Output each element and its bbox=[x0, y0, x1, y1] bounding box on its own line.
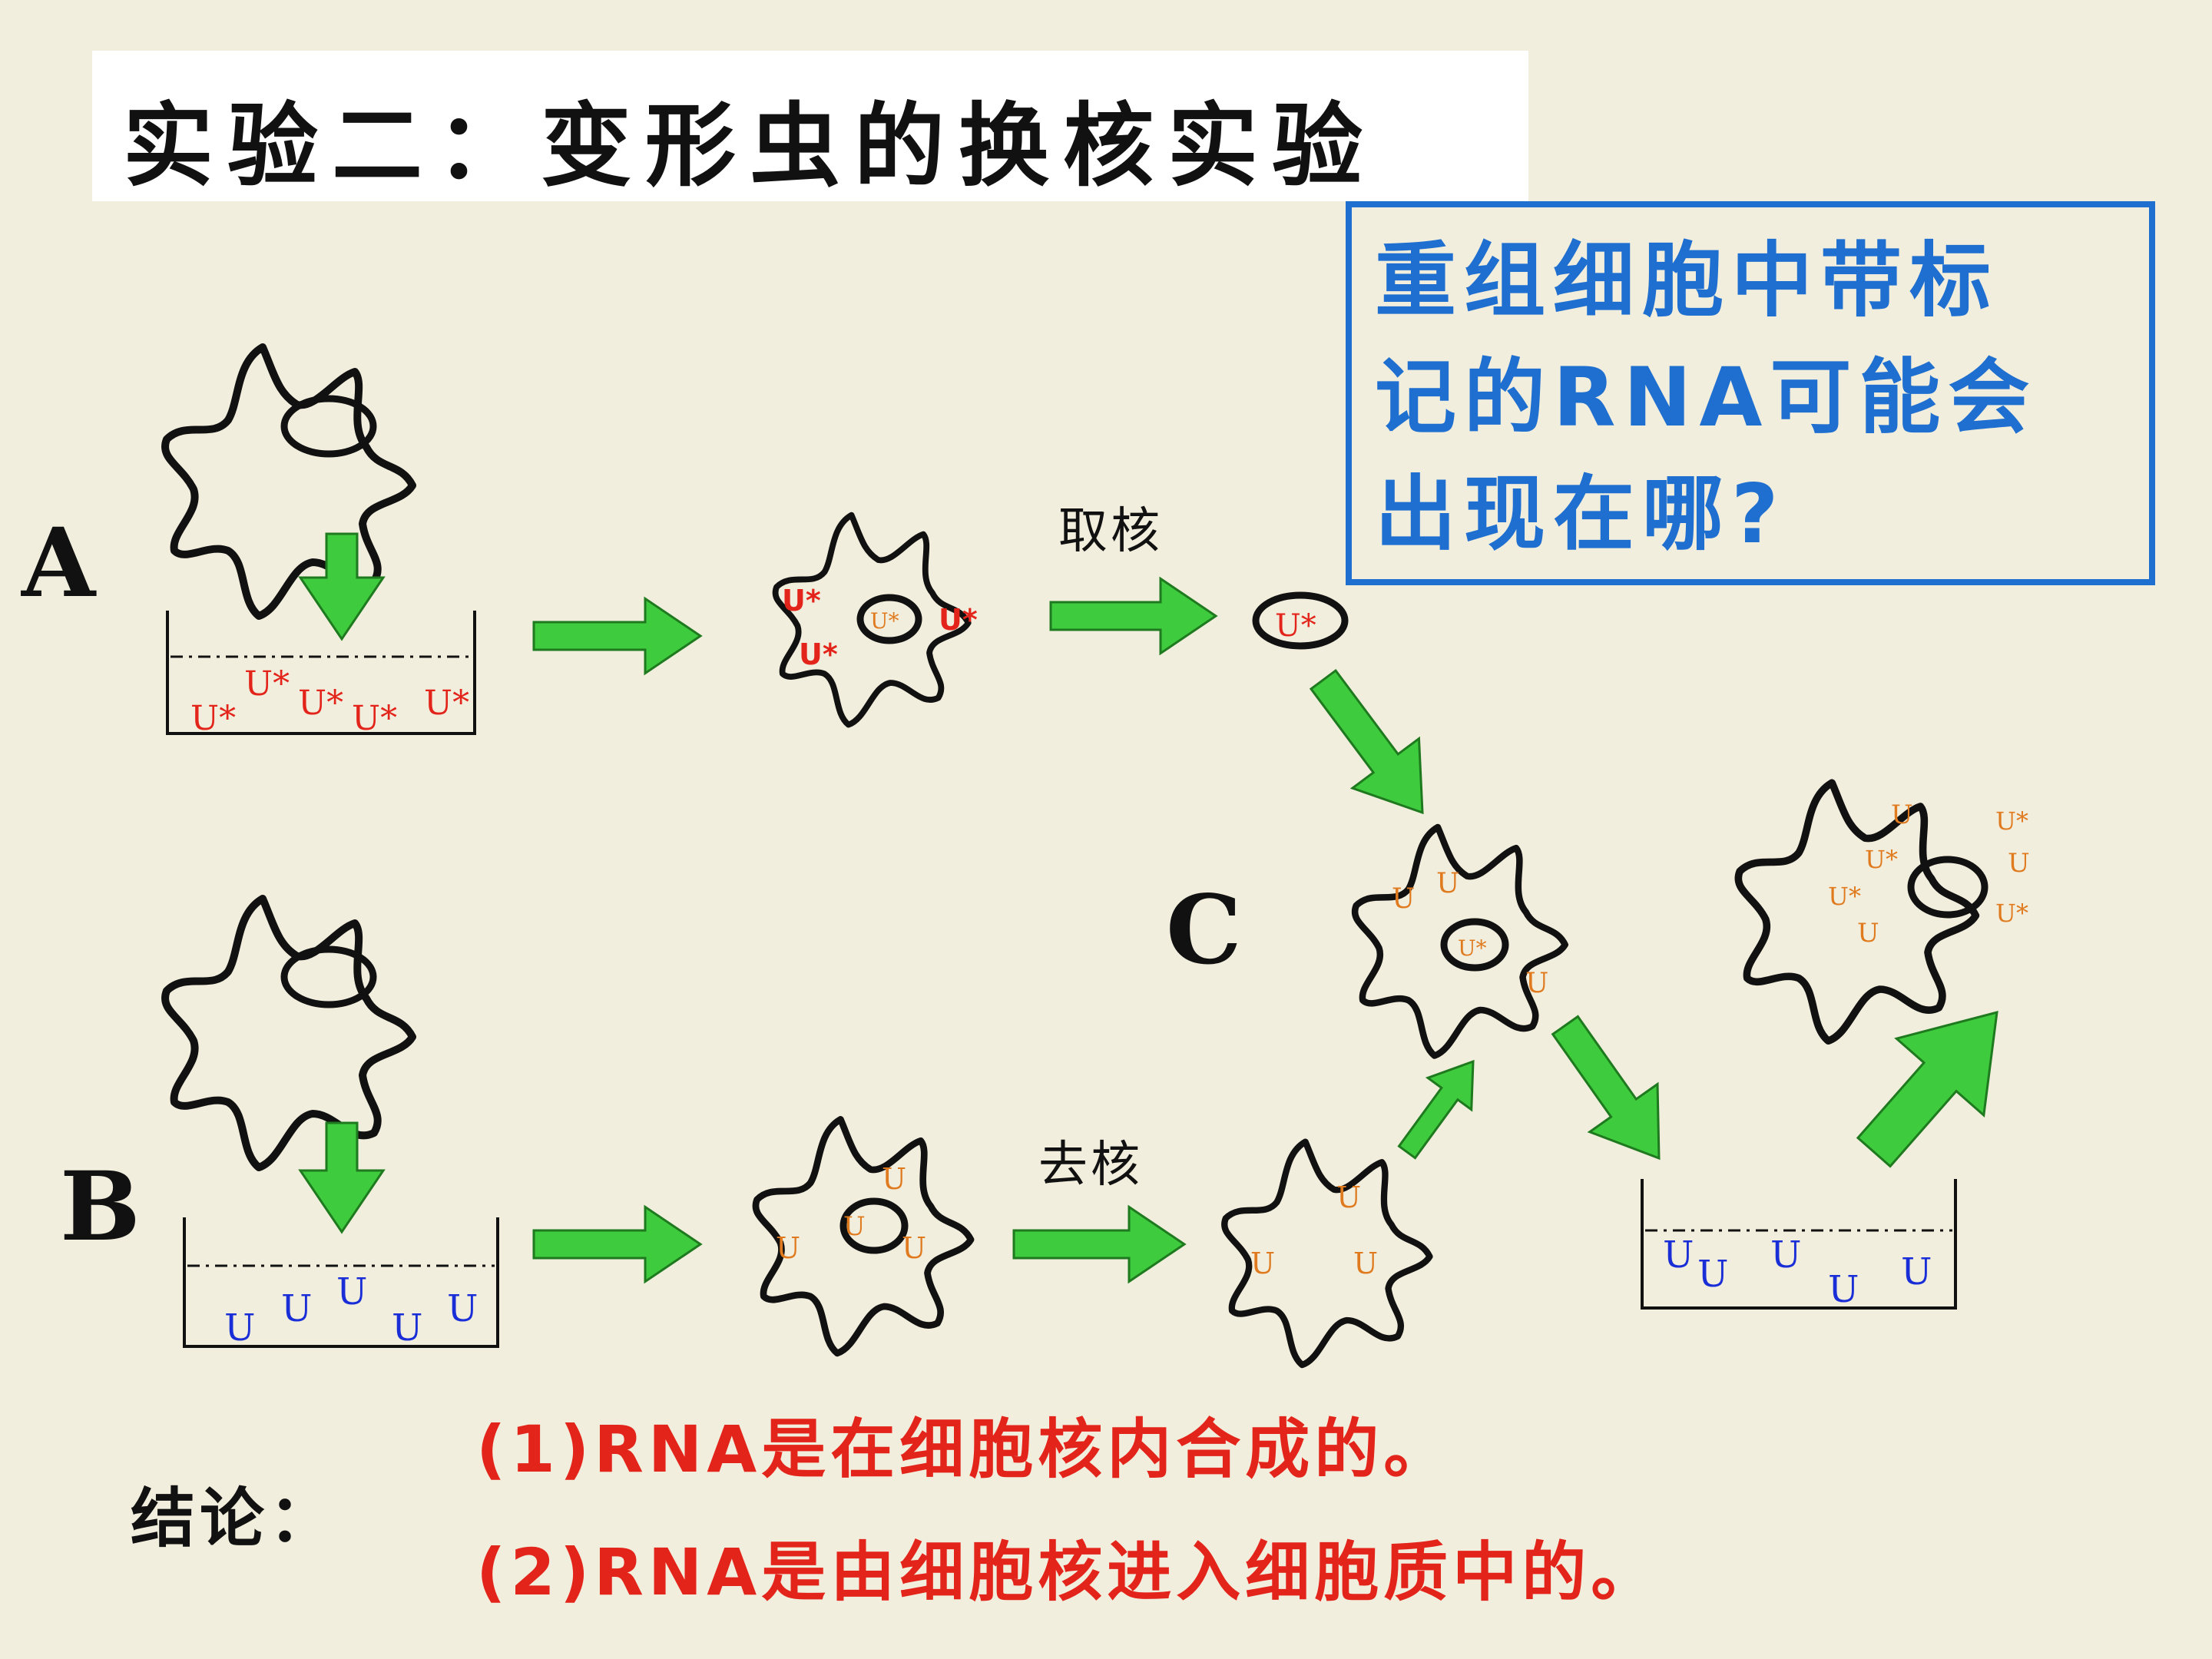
step-take-nucleus: 取核 bbox=[1058, 503, 1163, 560]
marker-recombined-2: U bbox=[1436, 868, 1459, 899]
amoeba-b-original bbox=[165, 899, 412, 1167]
arrow-take-nucleus bbox=[1049, 576, 1218, 656]
marker-final-7: U* bbox=[1995, 899, 2028, 928]
marker-final-6: U bbox=[2008, 848, 2030, 879]
marker-enucleated-3: U bbox=[1353, 1247, 1378, 1280]
arrow-to-final bbox=[1856, 1010, 1998, 1168]
step-remove-nucleus: 去核 bbox=[1038, 1137, 1143, 1194]
marker-final-2: U* bbox=[1865, 845, 1898, 874]
arrow-remove-nucleus bbox=[1012, 1204, 1187, 1284]
conclusion-label: 结论： bbox=[131, 1481, 339, 1556]
marker-a-nucleus: U* bbox=[870, 608, 899, 634]
arrow-b-down bbox=[298, 1121, 386, 1234]
marker-isolated-nucleus: U* bbox=[1275, 608, 1316, 644]
nucleus-b-original bbox=[280, 945, 377, 1008]
marker-a-2: U* bbox=[244, 664, 290, 704]
arrow-b-right-1 bbox=[532, 1204, 703, 1284]
dish-a bbox=[166, 611, 476, 735]
marker-c-1: U bbox=[1663, 1233, 1694, 1277]
nucleus-final bbox=[1907, 856, 1988, 919]
marker-final-3: U* bbox=[1828, 882, 1861, 911]
marker-c-5: U bbox=[1901, 1250, 1932, 1293]
marker-b-cell-2: U bbox=[776, 1231, 800, 1265]
marker-final-1: U bbox=[1891, 800, 1913, 830]
dish-b bbox=[183, 1217, 499, 1348]
question-text: 重组细胞中带标 记的RNA可能会 出现在哪? bbox=[1375, 223, 2143, 573]
marker-a-cell-2: U* bbox=[799, 637, 838, 671]
marker-c-3: U bbox=[1770, 1233, 1801, 1277]
arrow-a-right-1 bbox=[532, 596, 703, 676]
marker-recombined-3: U bbox=[1525, 968, 1548, 999]
arrow-to-recombined bbox=[1309, 668, 1424, 815]
conclusion-2: (2)RNA是由细胞核进入细胞质中的。 bbox=[476, 1535, 1661, 1610]
marker-a-5: U* bbox=[424, 684, 469, 723]
dish-c bbox=[1641, 1179, 1957, 1310]
marker-a-1: U* bbox=[190, 699, 236, 738]
marker-enucleated-2: U bbox=[1250, 1247, 1275, 1280]
marker-final-4: U bbox=[1857, 918, 1879, 949]
marker-b-4: U bbox=[392, 1306, 422, 1349]
marker-final-5: U* bbox=[1995, 806, 2028, 836]
marker-a-cell-3: U* bbox=[939, 603, 978, 637]
marker-c-2: U bbox=[1697, 1253, 1728, 1296]
label-b: B bbox=[60, 1151, 141, 1263]
marker-c-4: U bbox=[1828, 1268, 1859, 1311]
marker-b-5: U bbox=[447, 1287, 478, 1330]
nucleus-a-labeled bbox=[856, 594, 922, 644]
marker-b-2: U bbox=[281, 1287, 312, 1330]
nucleus-a-original bbox=[280, 395, 377, 458]
question-line-3: 出现在哪? bbox=[1375, 467, 1786, 561]
marker-a-4: U* bbox=[352, 699, 397, 738]
page-title: 实验二：变形虫的换核实验 bbox=[123, 92, 1377, 199]
marker-b-1: U bbox=[224, 1306, 255, 1349]
arrow-to-recombined-b bbox=[1397, 1059, 1475, 1160]
question-line-1: 重组细胞中带标 bbox=[1375, 233, 1998, 328]
marker-a-3: U* bbox=[298, 684, 343, 723]
marker-b-cell-3: U bbox=[902, 1231, 926, 1265]
marker-recombined-nucleus: U* bbox=[1458, 935, 1487, 961]
amoeba-a-original bbox=[165, 347, 412, 616]
marker-recombined-1: U bbox=[1392, 883, 1415, 915]
marker-a-cell-1: U* bbox=[782, 584, 821, 618]
marker-b-3: U bbox=[336, 1270, 367, 1313]
question-box bbox=[1346, 201, 2155, 585]
marker-enucleated-1: U bbox=[1336, 1181, 1361, 1214]
arrow-to-dish-c bbox=[1551, 1015, 1661, 1161]
question-line-2: 记的RNA可能会 bbox=[1375, 350, 2038, 445]
marker-b-cell-1: U bbox=[882, 1162, 906, 1196]
label-a: A bbox=[22, 508, 96, 619]
title-box bbox=[92, 51, 1528, 201]
arrow-a-down bbox=[298, 532, 386, 641]
conclusion-1: (1)RNA是在细胞核内合成的。 bbox=[476, 1412, 1453, 1487]
nucleus-isolated bbox=[1252, 591, 1349, 650]
marker-b-nucleus: U bbox=[843, 1211, 866, 1242]
label-c: C bbox=[1166, 875, 1242, 986]
nucleus-recombined bbox=[1440, 918, 1509, 972]
nucleus-b-unlabeled bbox=[839, 1197, 909, 1254]
